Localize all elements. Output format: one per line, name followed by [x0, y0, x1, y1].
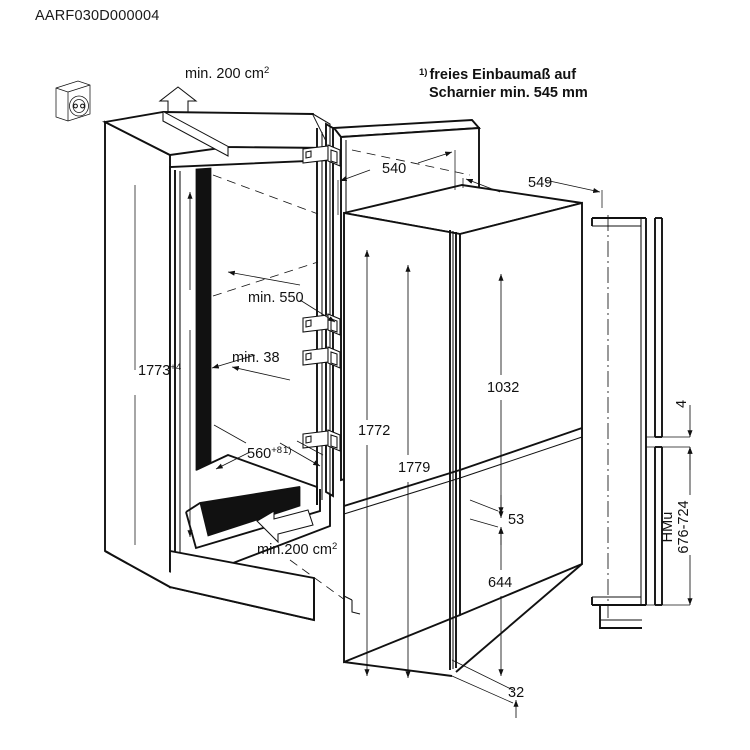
- dim-label-549: 549: [528, 175, 552, 191]
- side-profile-view: [591, 215, 690, 629]
- dim-32: [451, 659, 519, 718]
- dim-label-4: 4: [674, 400, 690, 408]
- dim-label-53: 53: [508, 512, 524, 528]
- dim-label-1032: 1032: [487, 380, 519, 396]
- dim-min550: [227, 270, 336, 323]
- svg-text:1)freies Einbaumaß auf: 1)freies Einbaumaß auf: [419, 67, 576, 83]
- dim-label-560: 560+81): [247, 445, 292, 462]
- dim-label-hmu: HMu: [660, 512, 676, 543]
- dim-label-644: 644: [488, 575, 512, 591]
- dim-label-540: 540: [382, 161, 406, 177]
- dim-label-1772: 1772: [358, 423, 390, 439]
- dim-label-32: 32: [508, 685, 524, 701]
- airflow-bottom-arrow-icon: [256, 509, 314, 544]
- dim-door-width: [337, 150, 456, 215]
- dim-appliance-depth: [462, 178, 603, 208]
- dim-label-1773: 1773+4: [138, 362, 181, 379]
- hinge-4: [302, 429, 341, 452]
- vent-top-label: min. 200 cm2: [185, 65, 269, 82]
- svg-text:Scharnier min. 545 mm: Scharnier min. 545 mm: [429, 85, 588, 101]
- cabinet-niche-assembly: [102, 111, 334, 622]
- airflow-top-arrow-icon: [158, 86, 198, 116]
- appliance-body: [343, 184, 583, 677]
- document-code: AARF030D000004: [35, 8, 160, 24]
- dim-min38: [211, 354, 291, 381]
- power-socket-icon: [55, 80, 91, 122]
- footnote-block: 1)freies Einbaumaß auf Scharnier min. 54…: [419, 67, 588, 101]
- dim-label-hmu-range: 676-724: [676, 500, 692, 553]
- dim-label-min550: min. 550: [248, 290, 304, 306]
- dim-label-1779: 1779: [398, 460, 430, 476]
- dim-niche-height: [134, 185, 193, 545]
- hinge-1: [302, 144, 341, 167]
- hinge-3: [302, 346, 341, 369]
- dim-niche-width: [213, 424, 324, 470]
- vent-bottom-label: min.200 cm2: [257, 541, 337, 558]
- dim-label-min38: min. 38: [232, 350, 280, 366]
- door-hinge-group: [302, 144, 341, 452]
